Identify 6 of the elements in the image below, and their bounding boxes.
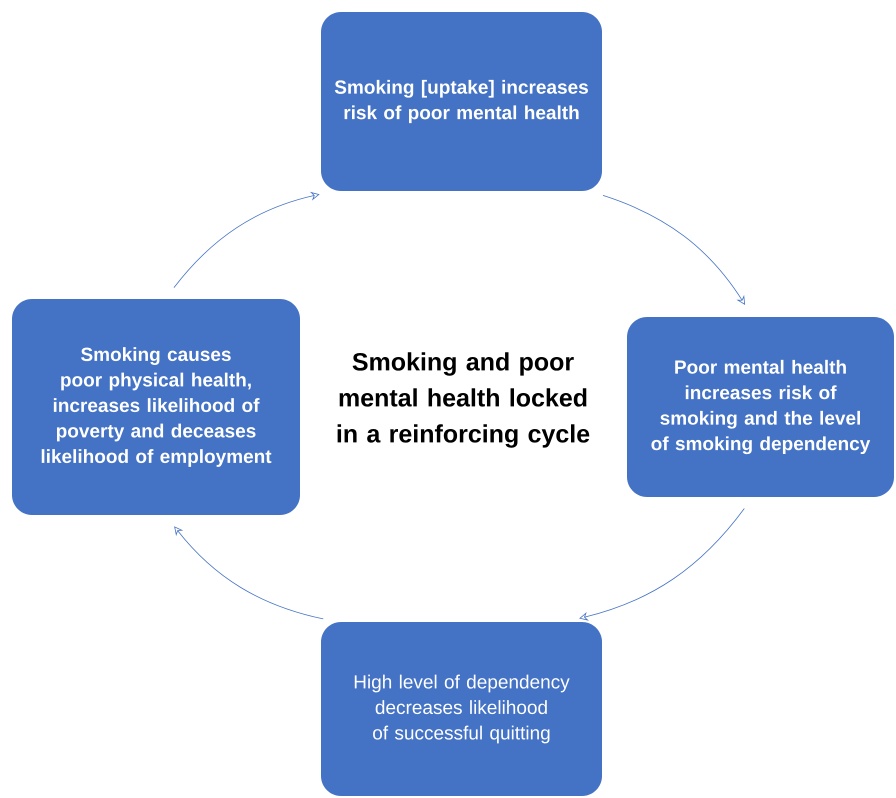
- arrow: [602, 195, 746, 305]
- process-box: Poor mental health increases risk of smoking and the level of smoking dependency: [627, 317, 894, 497]
- title: Smoking and poor mental health locked in a reinforcing cycle: [338, 352, 590, 448]
- process-box: Smoking [uptake] increases risk of poor mental health: [321, 12, 602, 191]
- process-box: High level of dependency decreases likelihood of successful quitting: [321, 622, 602, 796]
- process-box: Smoking causes poor physical health, increases likelihood of poverty and deceases likelihood of employment: [12, 299, 300, 515]
